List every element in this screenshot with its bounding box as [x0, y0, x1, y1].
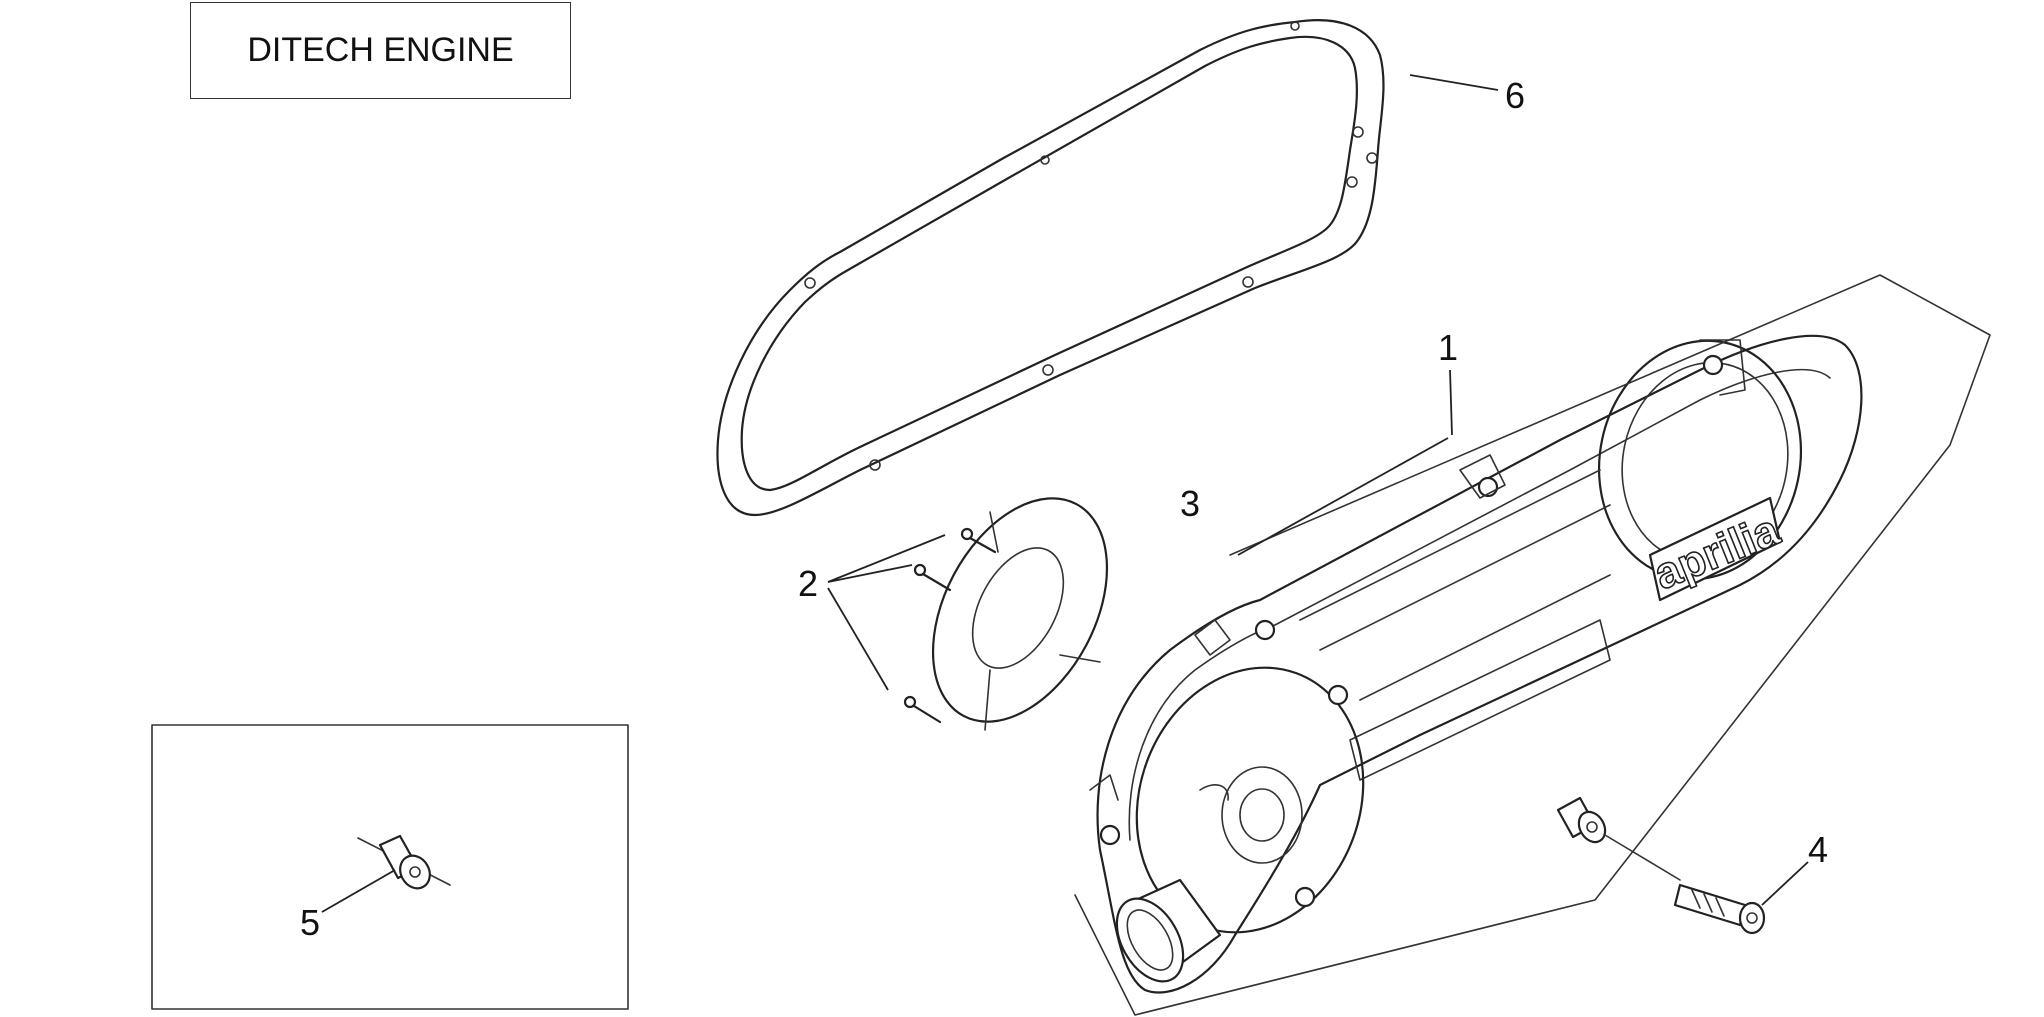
part-3-kit-outline: [1074, 274, 1991, 1016]
intake-duct: [1115, 878, 1222, 983]
inset-frame: [151, 724, 629, 1010]
engine-label-box: DITECH ENGINE: [190, 2, 571, 99]
part-1-transmission-cover: aprilia: [1089, 334, 1863, 994]
part-5-inset: [151, 724, 629, 1010]
callout-2: 2: [798, 563, 818, 604]
callout-4: 4: [1808, 829, 1828, 870]
callout-3: 3: [1180, 483, 1200, 524]
screw-bottom: [903, 695, 942, 724]
leader-6: [1409, 74, 1499, 91]
callout-1: 1: [1438, 327, 1458, 368]
engine-label-text: DITECH ENGINE: [247, 31, 514, 69]
part-6-gasket: [716, 19, 1385, 517]
leader-1: [1449, 369, 1453, 436]
part-4-bolt-and-bushing: [1556, 796, 1809, 935]
screw-top: [960, 527, 997, 554]
callout-6: 6: [1505, 75, 1525, 116]
screw-middle: [913, 563, 952, 592]
leader-3: [1237, 437, 1449, 556]
callout-5: 5: [300, 902, 320, 943]
part-2-screws-and-plate: [827, 497, 1109, 731]
